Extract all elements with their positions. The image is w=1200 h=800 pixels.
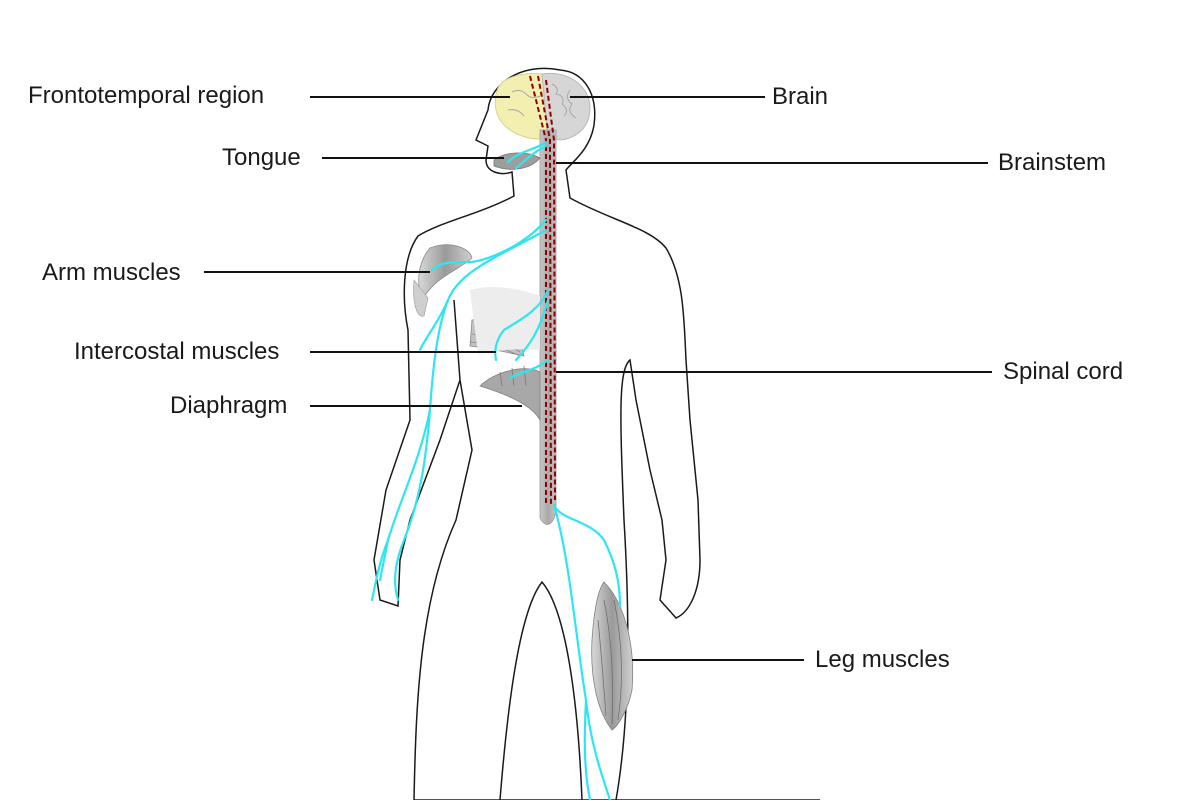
nerve-arm-branch: [394, 408, 432, 602]
arm-muscle-shape: [418, 244, 473, 301]
nerve-diaphragm: [508, 358, 550, 380]
nerve-arm-main: [378, 228, 548, 582]
rib-cage-shadow: [470, 287, 540, 354]
label-brainstem: Brainstem: [998, 149, 1107, 176]
nerve-tongue-2: [514, 144, 548, 170]
diaphragm-shape: [479, 368, 541, 422]
body-outline: [373, 67, 820, 800]
motor-pathway-1: [529, 75, 547, 505]
label-tongue: Tongue: [222, 144, 301, 171]
left-inner-arm: [453, 299, 461, 381]
nerve-arm-branch-3: [418, 298, 450, 352]
nerve-tongue: [506, 140, 548, 164]
label-spinal-cord: Spinal cord: [1003, 358, 1124, 385]
motor-pathway-2: [537, 75, 552, 506]
nerve-arm-upper: [430, 218, 548, 272]
brain-folds: [507, 83, 577, 119]
body-outline-right: [559, 69, 701, 800]
nerve-leg-branch: [583, 698, 592, 800]
leader-lines: [204, 96, 992, 661]
label-leg-muscles: Leg muscles: [815, 646, 950, 673]
nerves: [370, 140, 622, 800]
leg-muscle-shape: [591, 581, 634, 731]
nerve-intercostal-2: [514, 298, 550, 362]
label-intercostal: Intercostal muscles: [74, 338, 280, 365]
inner-legs: [499, 580, 583, 800]
brain-shape: [541, 72, 591, 141]
label-frontotemporal: Frontotemporal region: [28, 82, 265, 109]
nerve-leg-main: [552, 503, 612, 800]
label-diaphragm: Diaphragm: [170, 392, 288, 419]
leg-muscle-fibers: [597, 599, 622, 725]
nerve-leg: [552, 503, 622, 608]
nerve-arm-branch-2: [370, 538, 390, 602]
label-brain: Brain: [772, 83, 829, 110]
label-arm-muscles: Arm muscles: [42, 259, 181, 286]
motor-pathway-3: [545, 79, 556, 501]
arm-muscle-shade: [413, 279, 429, 317]
spinal-cord-shape: [539, 129, 557, 525]
frontotemporal-region: [494, 73, 549, 140]
